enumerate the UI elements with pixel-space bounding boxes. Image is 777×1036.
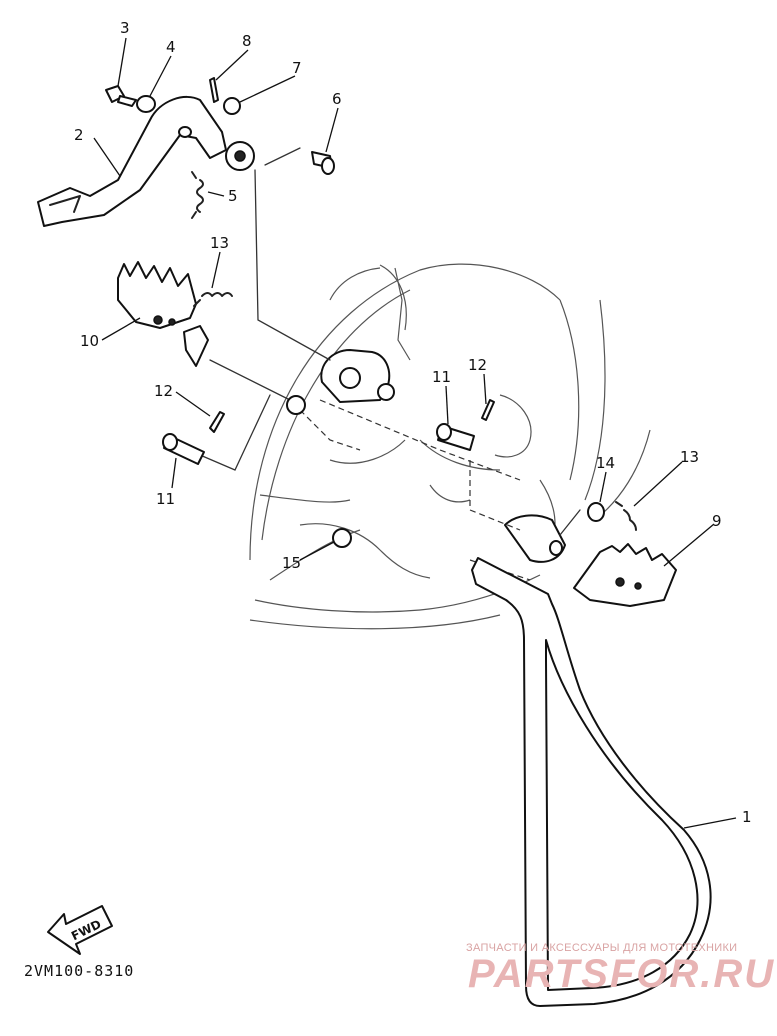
callouts: 3 4 8 7 6 2 5 13 10 12 11 11 12 14 13 9 … xyxy=(74,19,752,826)
callout-4: 4 xyxy=(166,38,176,56)
callout-11-left: 11 xyxy=(156,490,175,508)
brake-pedal xyxy=(37,95,255,227)
callout-12-left: 12 xyxy=(154,382,173,400)
callout-2: 2 xyxy=(74,126,84,144)
callout-6: 6 xyxy=(332,90,342,108)
callout-1: 1 xyxy=(742,808,752,826)
callout-14: 14 xyxy=(596,454,615,472)
engine-outline xyxy=(249,263,651,630)
footrest-right xyxy=(573,543,677,607)
callout-12-right: 12 xyxy=(468,356,487,374)
footrest-left xyxy=(117,261,209,367)
pin-8 xyxy=(209,77,219,103)
washer-7 xyxy=(223,97,241,115)
callout-11-right: 11 xyxy=(432,368,451,386)
washer-15 xyxy=(332,528,352,548)
spring-5 xyxy=(191,171,204,219)
callout-10: 10 xyxy=(80,332,99,350)
washer-4 xyxy=(136,95,156,113)
boss-left xyxy=(286,395,306,415)
leader-lines xyxy=(93,37,737,829)
drawing-code: 2VM100-8310 xyxy=(24,962,135,980)
callout-5: 5 xyxy=(228,187,238,205)
fwd-arrow: FWD xyxy=(47,905,113,955)
callout-8: 8 xyxy=(242,32,252,50)
cotter-12-left xyxy=(209,411,225,433)
pin-11-right xyxy=(436,423,475,451)
callout-15: 15 xyxy=(282,554,301,572)
pin-11-left xyxy=(162,433,205,465)
washer-14 xyxy=(587,502,605,522)
pin-6 xyxy=(311,151,335,175)
callout-3: 3 xyxy=(120,19,130,37)
watermark-brand: PARTSFOR.RU xyxy=(468,952,776,996)
watermark-tagline: ЗАПЧАСТИ И АКСЕССУАРЫ ДЛЯ МОТОТЕХНИКИ xyxy=(466,942,738,954)
spring-13-right xyxy=(615,501,637,531)
callout-13-left: 13 xyxy=(210,234,229,252)
cotter-12-right xyxy=(481,399,495,421)
spring-13-left xyxy=(193,292,233,307)
callout-13-right: 13 xyxy=(680,448,699,466)
bolt-3 xyxy=(105,85,137,107)
sidestand xyxy=(471,557,712,1007)
callout-7: 7 xyxy=(292,59,302,77)
callout-9: 9 xyxy=(712,512,722,530)
assembly-lines xyxy=(199,147,581,581)
